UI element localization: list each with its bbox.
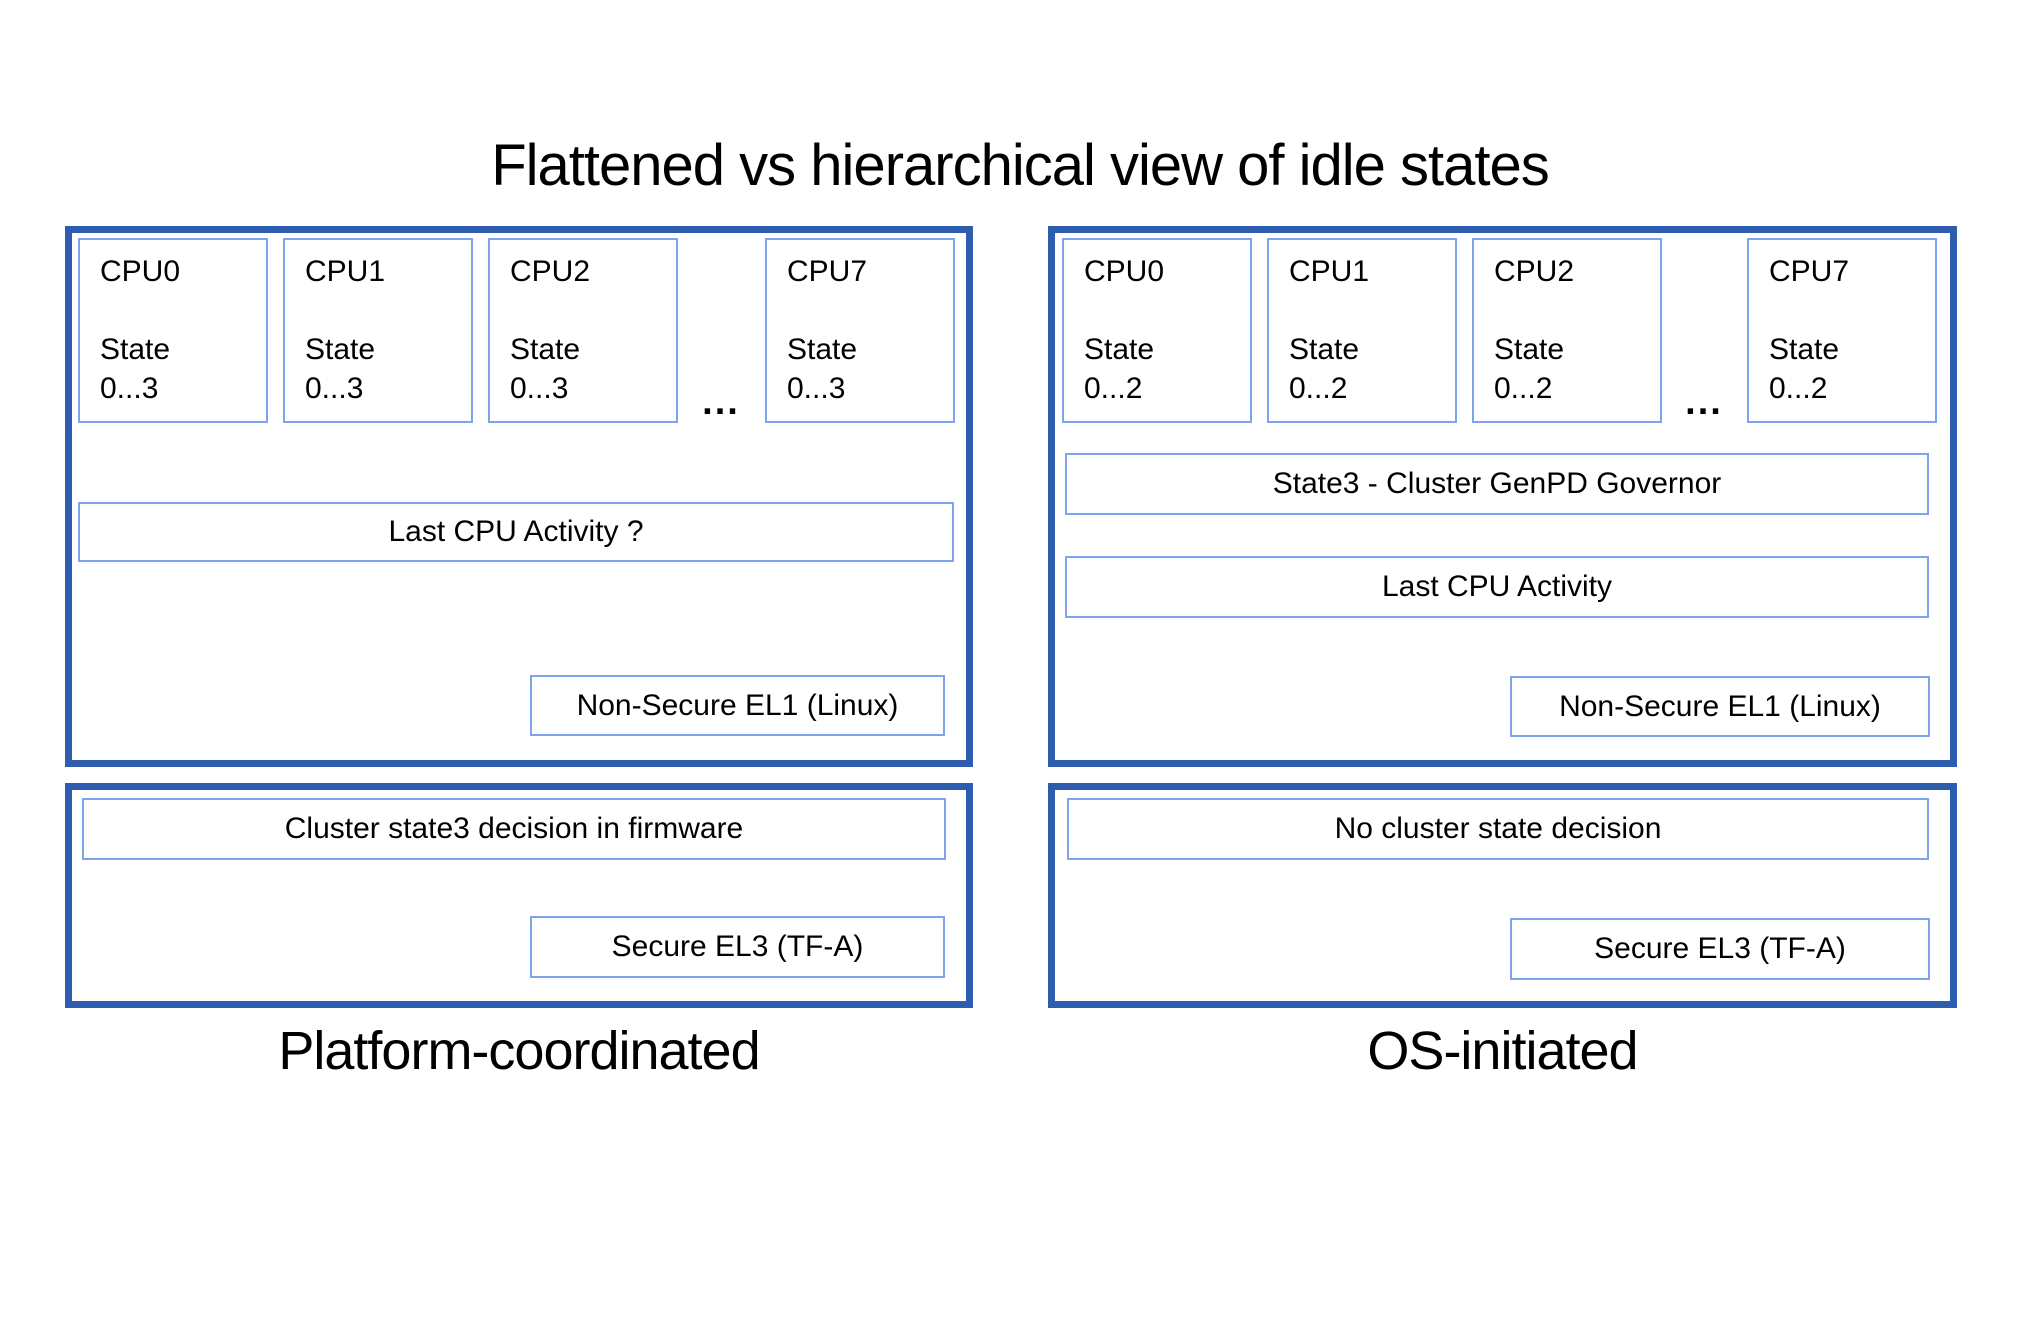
right-cpu-ellipsis: ... bbox=[1685, 381, 1723, 423]
right-caption: OS-initiated bbox=[1367, 1021, 1638, 1081]
cpu-state: State 0...3 bbox=[305, 330, 463, 409]
right-cpu7-box: CPU7 State 0...2 bbox=[1747, 238, 1937, 423]
left-cpu-ellipsis: ... bbox=[702, 381, 740, 423]
cpu-state-label: State bbox=[305, 332, 376, 366]
cpu-state-range: 0...3 bbox=[510, 372, 569, 406]
left-cpu2-box: CPU2 State 0...3 bbox=[488, 238, 678, 423]
cpu-state: State 0...3 bbox=[787, 330, 945, 409]
cpu-label: CPU1 bbox=[1289, 255, 1370, 288]
cpu-state-label: State bbox=[1289, 332, 1360, 366]
right-cpu0-box: CPU0 State 0...2 bbox=[1062, 238, 1252, 423]
right-genpd-governor-box: State3 - Cluster GenPD Governor bbox=[1065, 453, 1929, 515]
cpu-label: CPU7 bbox=[787, 255, 868, 288]
left-secure-el3-box: Secure EL3 (TF-A) bbox=[530, 916, 945, 978]
left-caption: Platform-coordinated bbox=[278, 1021, 760, 1081]
cpu-state: State 0...3 bbox=[100, 330, 258, 409]
cpu-state: State 0...2 bbox=[1494, 330, 1652, 409]
left-cpu7-box: CPU7 State 0...3 bbox=[765, 238, 955, 423]
cpu-state-range: 0...2 bbox=[1494, 372, 1553, 406]
cpu-state: State 0...2 bbox=[1289, 330, 1447, 409]
cpu-state: State 0...3 bbox=[510, 330, 668, 409]
cpu-state-label: State bbox=[100, 332, 171, 366]
cpu-state-label: State bbox=[1494, 332, 1565, 366]
cpu-label: CPU1 bbox=[305, 255, 386, 288]
cpu-label: CPU2 bbox=[510, 255, 591, 288]
left-cpu0-box: CPU0 State 0...3 bbox=[78, 238, 268, 423]
left-cpu1-box: CPU1 State 0...3 bbox=[283, 238, 473, 423]
cpu-state-range: 0...2 bbox=[1084, 372, 1143, 406]
cpu-state-label: State bbox=[1084, 332, 1155, 366]
right-cpu1-box: CPU1 State 0...2 bbox=[1267, 238, 1457, 423]
left-secure-el3-panel: Cluster state3 decision in firmware Secu… bbox=[65, 783, 973, 1008]
right-cluster-decision-box: No cluster state decision bbox=[1067, 798, 1929, 860]
cpu-state-range: 0...3 bbox=[787, 372, 846, 406]
cpu-state: State 0...2 bbox=[1084, 330, 1242, 409]
cpu-state-label: State bbox=[787, 332, 858, 366]
cpu-state-range: 0...3 bbox=[100, 372, 159, 406]
right-non-secure-el1-box: Non-Secure EL1 (Linux) bbox=[1510, 676, 1930, 737]
cpu-label: CPU2 bbox=[1494, 255, 1575, 288]
right-last-cpu-activity-box: Last CPU Activity bbox=[1065, 556, 1929, 618]
right-nonsecure-el1-panel: CPU0 State 0...2 CPU1 State 0...2 CPU2 Sta… bbox=[1048, 226, 1957, 767]
left-nonsecure-el1-panel: CPU0 State 0...3 CPU1 State 0...3 CPU2 Sta… bbox=[65, 226, 973, 767]
cpu-state-range: 0...3 bbox=[305, 372, 364, 406]
cpu-state-label: State bbox=[1769, 332, 1840, 366]
right-secure-el3-panel: No cluster state decision Secure EL3 (TF… bbox=[1048, 783, 1957, 1008]
left-non-secure-el1-box: Non-Secure EL1 (Linux) bbox=[530, 675, 945, 736]
left-last-cpu-activity-box: Last CPU Activity ? bbox=[78, 502, 954, 562]
cpu-state-range: 0...2 bbox=[1289, 372, 1348, 406]
cpu-label: CPU0 bbox=[100, 255, 181, 288]
cpu-label: CPU7 bbox=[1769, 255, 1850, 288]
cpu-state: State 0...2 bbox=[1769, 330, 1927, 409]
cpu-state-range: 0...2 bbox=[1769, 372, 1828, 406]
right-secure-el3-box: Secure EL3 (TF-A) bbox=[1510, 918, 1930, 980]
cpu-state-label: State bbox=[510, 332, 581, 366]
cpu-label: CPU0 bbox=[1084, 255, 1165, 288]
right-cpu2-box: CPU2 State 0...2 bbox=[1472, 238, 1662, 423]
slide-title: Flattened vs hierarchical view of idle s… bbox=[491, 133, 1550, 198]
left-cluster-decision-box: Cluster state3 decision in firmware bbox=[82, 798, 946, 860]
